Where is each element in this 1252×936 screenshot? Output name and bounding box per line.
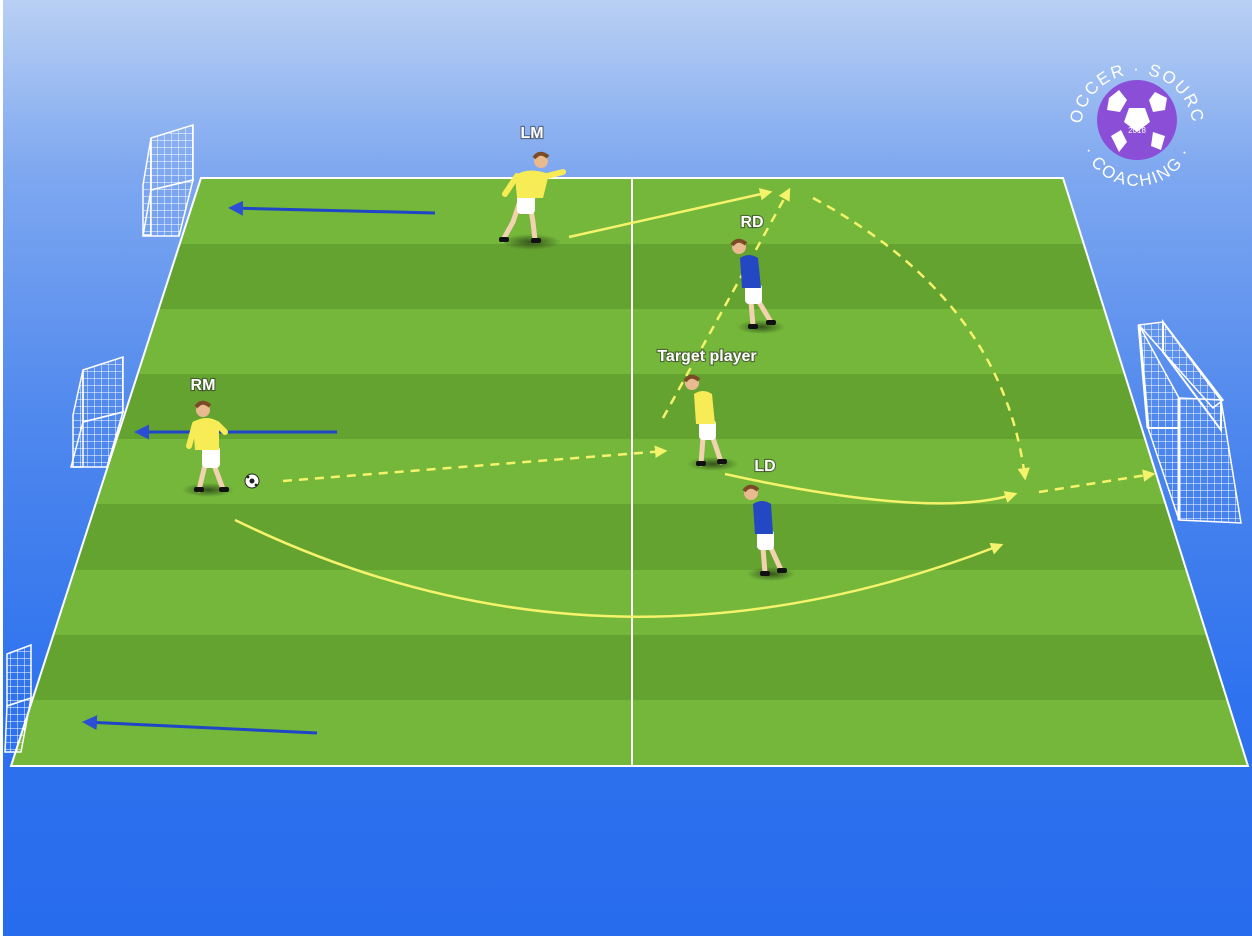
- mini-goal-top-left: [142, 123, 195, 237]
- label-rm: RM: [191, 377, 216, 394]
- mini-goal-middle-left: [70, 355, 125, 468]
- logo-top-text: SOCCER · SOURCE: [3, 0, 1206, 125]
- player-rm: [182, 400, 234, 497]
- player-rd: [730, 238, 785, 334]
- lm-curved-arrow: [812, 196, 1030, 481]
- target-run-arrow: [724, 472, 1018, 505]
- shot-arrow: [1038, 469, 1156, 494]
- rm-curved-run-arrow: [234, 518, 1004, 618]
- label-target-player: Target player: [657, 348, 756, 365]
- pitch: [9, 177, 1250, 767]
- player-target: [683, 374, 739, 471]
- mini-goal-bottom-left: [4, 643, 32, 753]
- pitch-boundary: [9, 177, 1250, 767]
- logo-year: 2018: [1128, 126, 1146, 135]
- label-rd: RD: [740, 214, 763, 231]
- player-ld: [742, 484, 795, 581]
- run-arrow-bottom: [82, 715, 318, 735]
- ball: [244, 473, 260, 489]
- defensive-run-arrows: [82, 200, 436, 735]
- lm-run-arrow: [568, 188, 773, 239]
- label-ld: LD: [754, 458, 775, 475]
- svg-text:SOCCER · SOURCE: SOCCER · SOURCE: [3, 0, 1208, 125]
- run-arrow-top: [228, 200, 436, 216]
- label-lm: LM: [520, 125, 543, 142]
- goal-right: [1137, 318, 1242, 524]
- drill-diagram: LM RM: [3, 0, 1252, 936]
- player-lm: [499, 151, 566, 250]
- movement-arrows: [234, 187, 1156, 618]
- target-pass-arrow: [661, 187, 791, 419]
